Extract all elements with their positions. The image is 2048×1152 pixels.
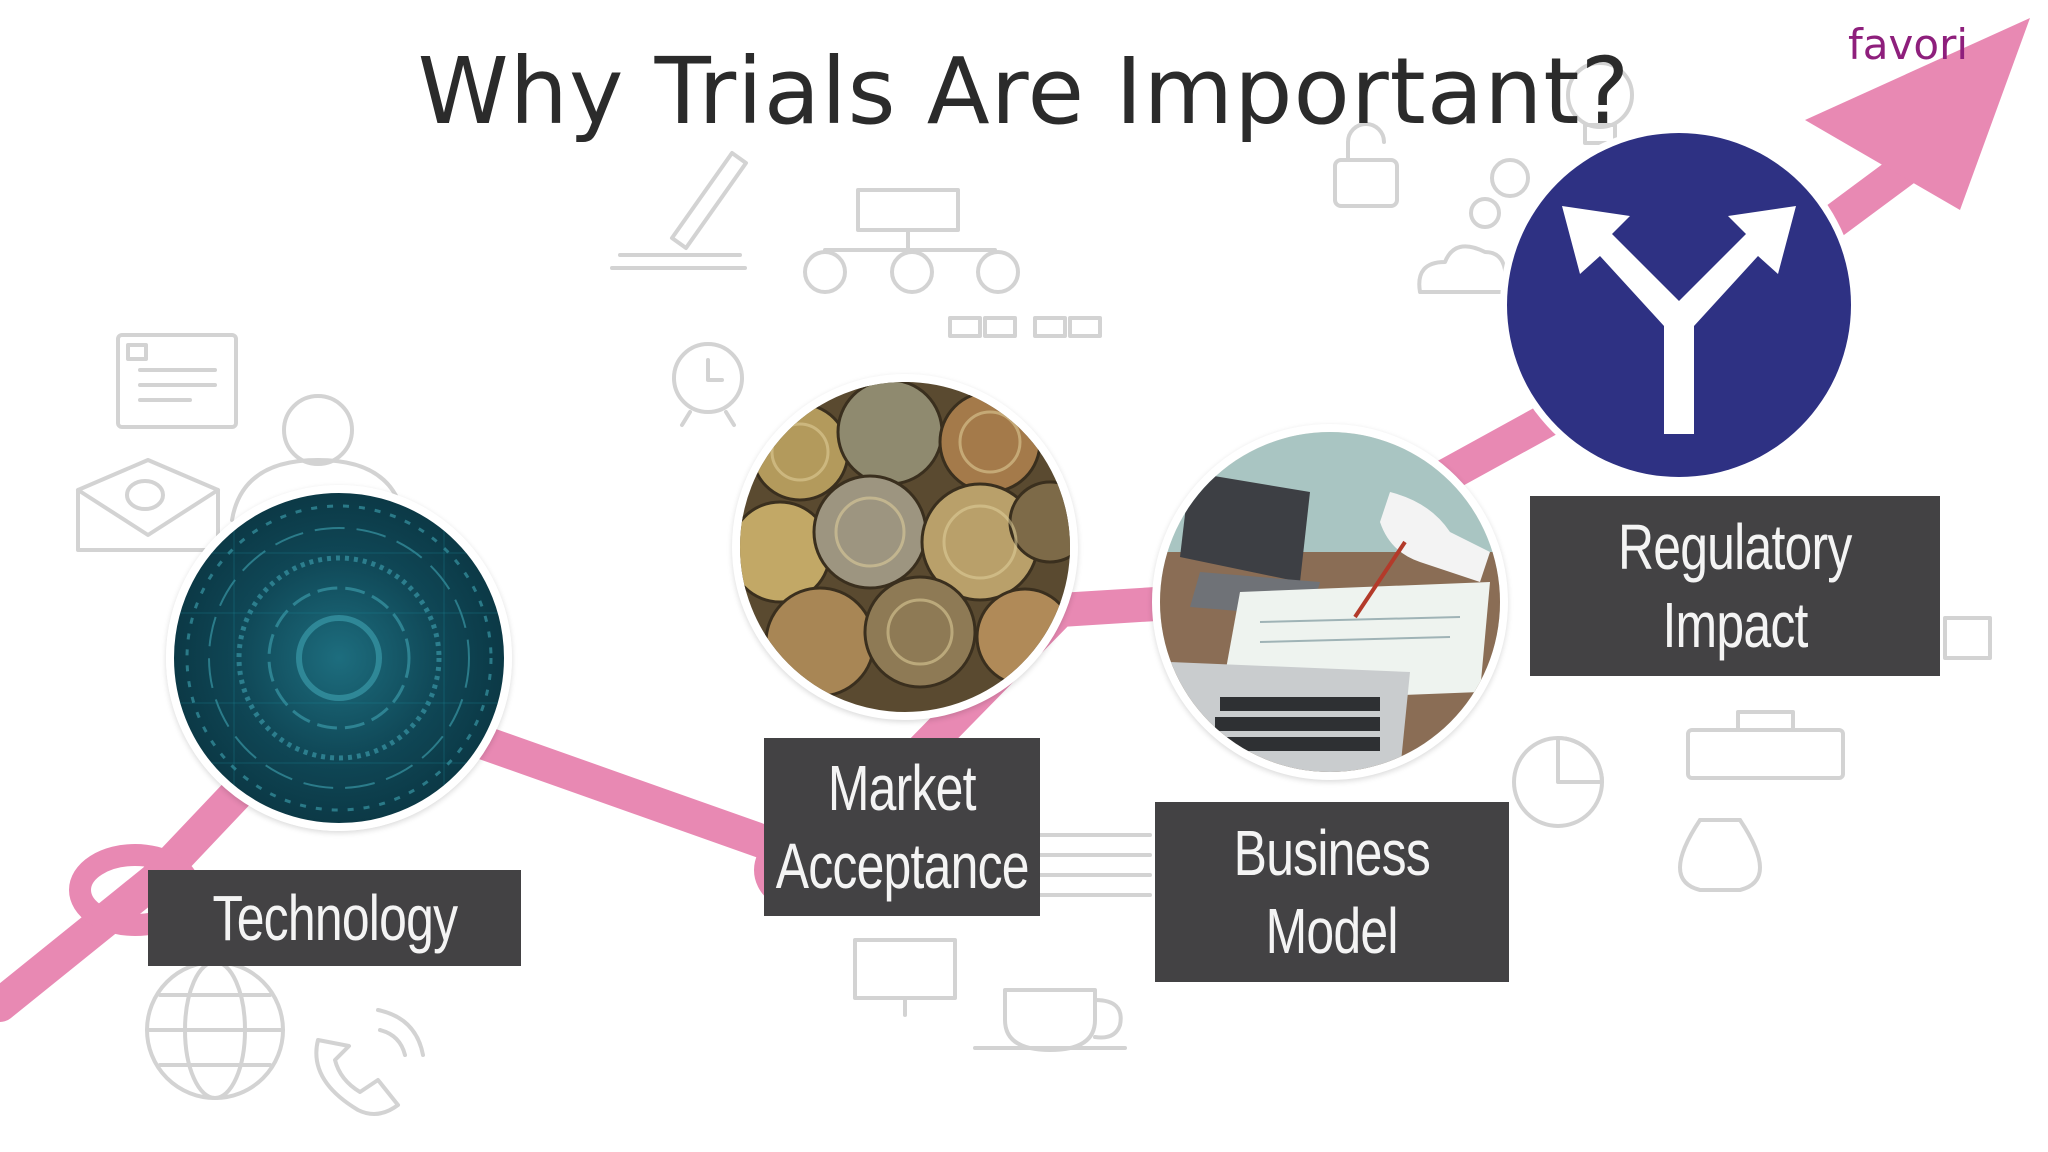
label-business-line1: Business (1233, 816, 1431, 889)
label-regulatory-impact: Regulatory Impact (1530, 496, 1940, 676)
fork-arrow-icon (1562, 206, 1796, 434)
phone-sketch-icon (314, 1008, 425, 1116)
label-business-model: Business Model (1155, 802, 1509, 982)
envelope-sketch-icon (76, 458, 220, 552)
label-market-line1: Market (828, 751, 977, 824)
page-title: Why Trials Are Important? (417, 38, 1631, 145)
monitor-sketch-icon (853, 938, 957, 1017)
lines-sketch-icon (1018, 833, 1152, 897)
laptop-planning-image (1152, 424, 1508, 780)
toolbox-sketch-icon (1686, 710, 1845, 780)
money-bag-sketch-icon (1678, 818, 1762, 892)
label-technology-line1: Technology (212, 881, 458, 954)
technology-image (166, 485, 512, 831)
brand-logo: favori (1848, 20, 1969, 69)
padlock-sketch-icon (1333, 122, 1399, 208)
label-regulatory-line1: Regulatory (1618, 510, 1852, 583)
printer-sketch-icon (1943, 616, 1992, 660)
coffee-cup-sketch-icon (973, 988, 1127, 1052)
arrow-head (1805, 18, 2030, 210)
coins-image (732, 374, 1078, 720)
label-business-line2: Model (1265, 895, 1399, 967)
person-sketch-icon (230, 394, 406, 522)
coins-pattern (740, 382, 1070, 698)
sign-graphic (1507, 133, 1851, 477)
label-technology: Technology (148, 870, 521, 966)
cloud-sketch-icon (1417, 244, 1508, 294)
fork-road-sign-image (1500, 126, 1858, 484)
pencil-sketch-icon (610, 151, 748, 270)
circuit-pattern (174, 493, 504, 823)
org-chart-sketch-icon (803, 188, 1102, 338)
document-sketch-icon (116, 333, 238, 429)
desk-scene (1160, 432, 1500, 772)
label-regulatory-line2: Impact (1662, 589, 1808, 661)
globe-sketch-icon (145, 960, 285, 1100)
alarm-clock-sketch-icon (672, 342, 744, 427)
label-market-line2: Acceptance (775, 830, 1029, 902)
pie-chart-sketch-icon (1512, 736, 1604, 828)
label-market-acceptance: Market Acceptance (764, 738, 1040, 916)
gear-sketch-icon (1469, 158, 1530, 229)
